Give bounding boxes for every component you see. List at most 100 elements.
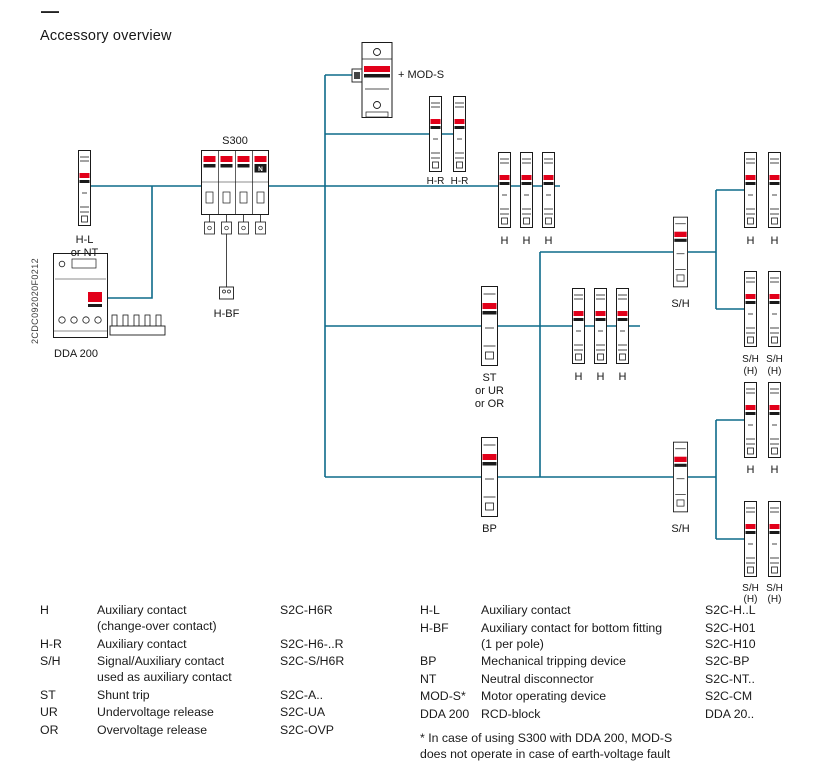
legend-term: S/H (40, 654, 61, 668)
shh-upper-label-1a: S/H (742, 354, 759, 365)
legend-term: DDA 200 (420, 706, 470, 721)
legend-desc: Motor operating device (481, 689, 607, 703)
branch-lines (108, 74, 674, 478)
page-title: Accessory overview (40, 28, 172, 44)
s300-label: S300 (222, 135, 248, 147)
component-sh-upper (673, 216, 688, 288)
component-h-r-2 (453, 96, 466, 172)
component-h-right-top-2 (768, 152, 781, 228)
legend-row: H-R Auxiliary contact S2C-H6-..R (40, 636, 404, 652)
component-sh-lower (673, 441, 688, 513)
legend-part: DDA 20.. (705, 706, 755, 721)
shh-upper-label-1b: (H) (744, 366, 758, 377)
legend-term: NT (420, 671, 437, 686)
dda-200-label: DDA 200 (54, 348, 98, 360)
component-h-mid-2 (594, 288, 607, 364)
legend-term: MOD-S* (420, 689, 466, 703)
component-h-right-mid-2 (768, 382, 781, 458)
component-dda-200 (53, 253, 166, 338)
h-top-label-1: H (501, 235, 509, 247)
h-r-label-2: H-R (451, 176, 469, 187)
legend-row: OR Overvoltage release S2C-OVP (40, 722, 404, 738)
legend-desc: Signal/Auxiliary contact used as auxilia… (97, 654, 232, 684)
component-h-bf (219, 234, 234, 300)
h-mid-label-2: H (597, 371, 605, 383)
legend-term: BP (420, 654, 437, 668)
mod-s-label: + MOD-S (398, 69, 444, 81)
component-shh-upper-1 (744, 271, 757, 347)
legend-desc: Auxiliary contact for bottom fitting (1 … (481, 620, 663, 651)
legend-row: NT Neutral disconnector S2C-NT.. (420, 671, 812, 687)
legend-desc: Auxiliary contact (97, 636, 187, 651)
shh-upper-label-2b: (H) (768, 366, 782, 377)
legend-desc: Overvoltage release (97, 722, 208, 737)
s300-terminals (204, 214, 266, 235)
legend-term: H-BF (420, 620, 449, 635)
legend-row: H-BF Auxiliary contact for bottom fittin… (420, 620, 812, 652)
right-distribution-lines (687, 189, 745, 540)
component-h-right-top-1 (744, 152, 757, 228)
sh-lower-label: S/H (671, 523, 689, 535)
legend-row: BP Mechanical tripping device S2C-BP (420, 653, 812, 669)
component-bp (481, 437, 498, 517)
legend-term: ST (40, 687, 56, 702)
legend-desc: Undervoltage release (97, 705, 214, 719)
component-h-r-1 (429, 96, 442, 172)
legend-term: H (40, 603, 49, 617)
shh-lower-label-2a: S/H (766, 583, 783, 594)
shh-lower-label-1a: S/H (742, 583, 759, 594)
legend-row: H-L Auxiliary contact S2C-H..L (420, 602, 812, 618)
legend-part: S2C-NT.. (705, 671, 755, 686)
legend-part: S2C-CM (705, 689, 753, 703)
component-h-l (78, 150, 91, 226)
h-l-alt-label: or NT (71, 247, 99, 259)
legend-row: MOD-S* Motor operating device S2C-CM (420, 688, 812, 704)
legend-part: S2C-S/H6R (280, 654, 345, 668)
legend-part: S2C-UA (280, 705, 326, 719)
h-bf-label: H-BF (214, 308, 240, 320)
legend-term: UR (40, 705, 58, 719)
accessory-overview-diagram: N (53, 42, 783, 605)
legend-row: S/H Signal/Auxiliary contact used as aux… (40, 653, 404, 685)
st-alt1-label: or UR (475, 385, 504, 397)
component-mod-s (351, 42, 393, 118)
legend-row: DDA 200 RCD-block DDA 20.. (420, 706, 812, 722)
st-alt2-label: or OR (475, 398, 504, 410)
legend-term: H-L (420, 603, 440, 617)
legend-part: S2C-A.. (280, 687, 324, 702)
h-mid-label-3: H (619, 371, 627, 383)
legend-part: S2C-H6-..R (280, 636, 344, 651)
s300-n-pole-label: N (258, 166, 263, 173)
title-dash: — (41, 1, 59, 21)
h-top-label-2: H (523, 235, 531, 247)
legend-part: S2C-BP (705, 654, 750, 668)
h-right-mid-label-1: H (747, 464, 755, 476)
legend-part: S2C-H..L (705, 603, 756, 617)
legend-desc: Neutral disconnector (481, 671, 594, 686)
shh-upper-label-2a: S/H (766, 354, 783, 365)
legend-desc: Shunt trip (97, 687, 150, 702)
legend-row: H Auxiliary contact (change-over contact… (40, 602, 404, 634)
h-right-top-label-2: H (771, 235, 779, 247)
legend-desc: RCD-block (481, 706, 541, 721)
shh-lower-label-1b: (H) (744, 594, 758, 605)
legend-footnote: * In case of using S300 with DDA 200, MO… (420, 730, 673, 761)
legend-row: UR Undervoltage release S2C-UA (40, 704, 404, 720)
sh-upper-label: S/H (671, 298, 689, 310)
h-l-label: H-L (76, 234, 94, 246)
legend-desc: Auxiliary contact (change-over contact) (97, 603, 217, 633)
component-h-right-mid-1 (744, 382, 757, 458)
component-h-top-1 (498, 152, 511, 228)
legend-left: H Auxiliary contact (change-over contact… (40, 602, 404, 739)
legend-desc: Auxiliary contact (481, 603, 571, 617)
legend-part: S2C-OVP (280, 722, 334, 737)
h-right-mid-label-2: H (771, 464, 779, 476)
legend-right: H-L Auxiliary contact S2C-H..L H-BF Auxi… (420, 602, 812, 762)
dda-busbar-comb (109, 314, 166, 336)
legend-part: S2C-H6R (280, 603, 333, 617)
bp-label: BP (482, 523, 497, 535)
component-s300: N (201, 150, 269, 215)
h-top-label-3: H (545, 235, 553, 247)
component-h-mid-1 (572, 288, 585, 364)
